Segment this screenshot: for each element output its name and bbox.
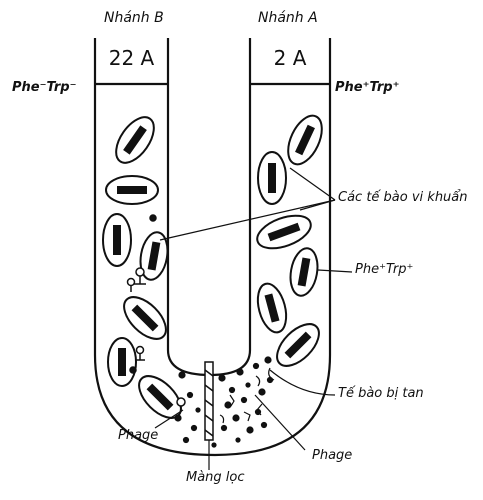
strain-b-label: 22 A <box>108 46 155 70</box>
bacterial-cell <box>138 375 182 419</box>
bacterial-cell <box>139 231 169 281</box>
phage-particle <box>126 277 136 292</box>
leader-genotype-a <box>317 269 353 273</box>
phage-particle <box>149 214 157 222</box>
strain-a-label: 2 A <box>273 46 307 70</box>
bacterial-cell <box>123 296 167 340</box>
bacterial-cell <box>276 323 320 367</box>
branch-b-cells <box>102 116 182 419</box>
leader-phage-right <box>254 394 306 451</box>
bacterial-cell <box>256 214 312 250</box>
u-tube-outer-wall <box>93 38 332 457</box>
bacterial-cell <box>105 175 159 205</box>
bacterial-cell <box>257 151 287 205</box>
bacterial-cell <box>289 247 319 297</box>
bacterial-cell <box>256 282 288 334</box>
filter-label: Màng lọc <box>186 470 245 485</box>
phage-particle <box>129 366 137 374</box>
bacterial-cell <box>107 337 137 387</box>
branch-a-label: Nhánh A <box>258 10 318 26</box>
leader-bacteria-to-a2 <box>299 199 336 211</box>
phage-particle <box>134 267 146 285</box>
leader-phage-left <box>154 409 184 429</box>
genotype-b-label: Phe⁻Trp⁻ <box>12 80 77 95</box>
branch-b-label: Nhánh B <box>104 10 164 26</box>
phages-branch-b <box>126 214 186 412</box>
u-tube-inner-wall <box>166 38 252 377</box>
lysis-debris <box>174 356 275 448</box>
branch-a-cells <box>256 114 323 367</box>
leader-lysed-cell <box>269 369 336 396</box>
genotype-a-top-label: Phe⁺Trp⁺ <box>335 80 400 95</box>
bacterial-cell <box>102 213 132 267</box>
filter-membrane <box>204 361 214 441</box>
phage-particle <box>135 345 145 361</box>
leader-bacteria-to-b <box>159 199 336 241</box>
phage-particle <box>176 397 186 412</box>
leader-bacteria-to-a1 <box>289 167 336 201</box>
leader-lines <box>154 167 353 470</box>
genotype-a-mid-label: Phe⁺Trp⁺ <box>355 262 414 277</box>
lysed-cell-label: Tế bào bị tan <box>338 386 424 401</box>
bacterial-cell <box>115 116 155 164</box>
phage-left-label: Phage <box>118 428 159 443</box>
bacterial-cell <box>287 114 323 166</box>
bacteria-cells-label: Các tế bào vi khuẩn <box>338 190 468 205</box>
phage-right-label: Phage <box>312 448 353 463</box>
